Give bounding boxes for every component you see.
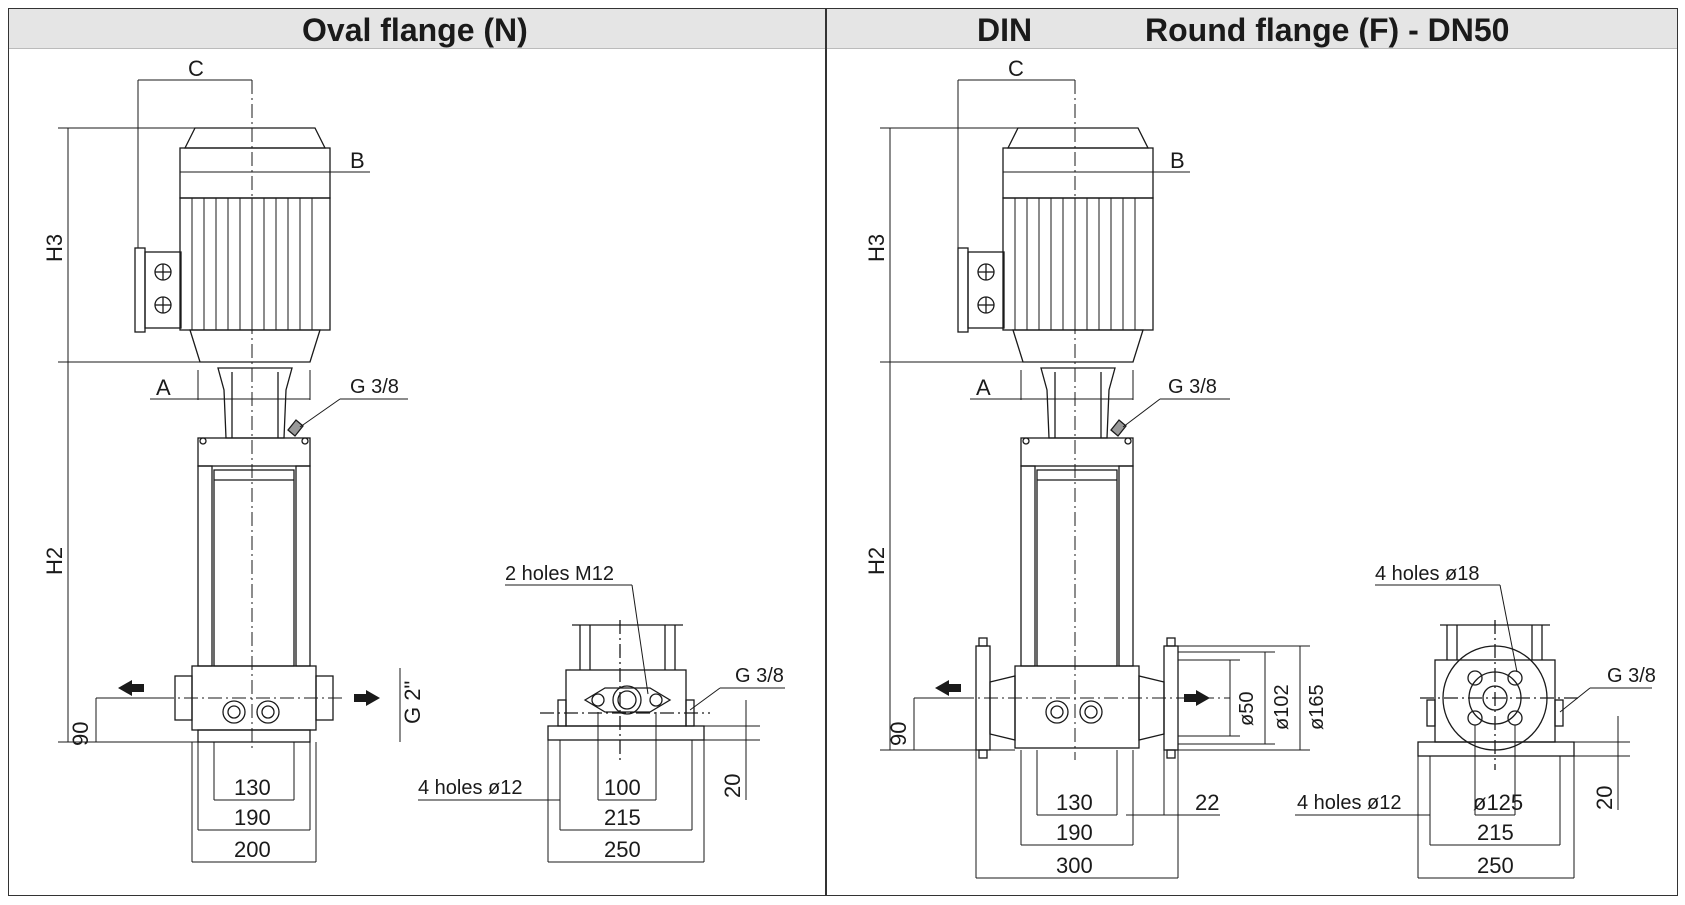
dimensions-base-right — [1295, 584, 1652, 879]
motor-cap — [1006, 127, 1150, 149]
dim-label-215: 215 — [604, 805, 641, 830]
tie-rod-right — [295, 465, 311, 667]
dim-label-a: A — [156, 375, 171, 400]
dim-label-22: 22 — [1195, 790, 1219, 815]
dim-label-190: 190 — [1056, 820, 1093, 845]
motor-flange — [1012, 329, 1144, 363]
dim-label-d50: ø50 — [1236, 692, 1258, 726]
dimensions-base-left — [418, 584, 785, 863]
lantern — [1040, 367, 1116, 439]
motor-upper — [179, 147, 331, 199]
label-holes-m12: 2 holes M12 — [505, 563, 614, 585]
panel-header-oval: Oval flange (N) — [9, 9, 825, 49]
dim-label-300: 300 — [1056, 853, 1093, 878]
label-holes-12: 4 holes ø12 — [418, 777, 523, 799]
dim-label-h2: H2 — [864, 547, 889, 575]
dim-label-130: 130 — [1056, 790, 1093, 815]
pump-sleeve — [213, 469, 295, 667]
dim-label-h3: H3 — [864, 234, 889, 262]
labels-left: C B A H3 H2 90 G 3/8 G 2" 130 190 200 2 … — [42, 56, 784, 862]
panel-title-round: Round flange (F) - DN50 — [1145, 12, 1510, 48]
motor-body — [179, 197, 331, 331]
dim-label-215: 215 — [1477, 820, 1514, 845]
pump-sleeve — [1036, 469, 1118, 667]
dim-label-b: B — [1170, 148, 1185, 173]
panel-header-round: DIN Round flange (F) - DN50 — [827, 9, 1677, 49]
dimensions-left — [58, 79, 408, 863]
panel-oval-flange: Oval flange (N) — [8, 8, 826, 896]
label-g38-pump: G 3/8 — [1168, 376, 1217, 398]
inlet-arrow-icon — [354, 690, 380, 706]
dim-label-d102: ø102 — [1271, 684, 1293, 730]
dim-label-h3: H3 — [42, 234, 67, 262]
panel-title-oval: Oval flange (N) — [302, 12, 528, 48]
air-vent-plug — [1110, 419, 1127, 437]
base-chamber-top — [565, 669, 687, 727]
outlet-arrow-icon — [118, 680, 144, 696]
dim-label-200: 200 — [234, 837, 271, 862]
motor-fins — [191, 198, 313, 330]
dim-label-20: 20 — [720, 774, 745, 798]
label-g38-base: G 3/8 — [735, 665, 784, 687]
dimensions-right — [880, 79, 1310, 879]
terminal-box-plate — [134, 247, 146, 333]
top-chamber — [197, 437, 311, 467]
top-chamber — [1020, 437, 1134, 467]
dim-label-a: A — [976, 375, 991, 400]
air-vent-plug — [287, 419, 304, 437]
dim-label-c: C — [188, 56, 204, 81]
oval-flange — [583, 687, 672, 713]
terminal-box — [144, 251, 182, 329]
dim-label-100: 100 — [604, 775, 641, 800]
labels-right: C B A H3 H2 90 G 3/8 ø50 ø102 ø165 130 1… — [864, 56, 1656, 878]
label-g2: G 2" — [400, 681, 425, 724]
dim-label-250: 250 — [1477, 853, 1514, 878]
dim-label-h2: H2 — [42, 547, 67, 575]
base-chamber — [1014, 665, 1140, 749]
dim-label-130: 130 — [234, 775, 271, 800]
dim-label-20: 20 — [1592, 786, 1617, 810]
dim-label-90: 90 — [68, 722, 93, 746]
label-g38-pump: G 3/8 — [350, 376, 399, 398]
motor-fins — [1014, 198, 1136, 330]
base-view-left — [540, 620, 710, 760]
lantern — [217, 367, 293, 439]
base-plate-top — [547, 725, 705, 741]
panel-title-din: DIN — [977, 12, 1033, 48]
label-holes-12: 4 holes ø12 — [1297, 792, 1402, 814]
tie-rod-left — [197, 465, 213, 667]
dim-label-b: B — [350, 148, 365, 173]
dim-label-250: 250 — [604, 837, 641, 862]
pump-elevation-right — [935, 80, 1230, 760]
label-holes-18: 4 holes ø18 — [1375, 563, 1480, 585]
label-g38-base: G 3/8 — [1607, 665, 1656, 687]
panel-round-flange: DIN Round flange (F) - DN50 — [826, 8, 1678, 896]
motor-cap — [183, 127, 327, 149]
pump-elevation-left — [118, 80, 380, 750]
dim-label-d165: ø165 — [1306, 684, 1328, 730]
dim-label-d125: ø125 — [1473, 790, 1523, 815]
base-plate — [197, 729, 311, 743]
dim-label-c: C — [1008, 56, 1024, 81]
base-view-right — [1417, 620, 1580, 770]
outlet-arrow-icon — [935, 680, 961, 696]
dim-label-190: 190 — [234, 805, 271, 830]
dim-label-90: 90 — [886, 722, 911, 746]
motor-flange — [189, 329, 321, 363]
motor-upper — [1002, 147, 1154, 199]
inlet-arrow-icon — [1184, 690, 1210, 706]
terminal-box — [967, 251, 1005, 329]
motor-body — [1002, 197, 1154, 331]
